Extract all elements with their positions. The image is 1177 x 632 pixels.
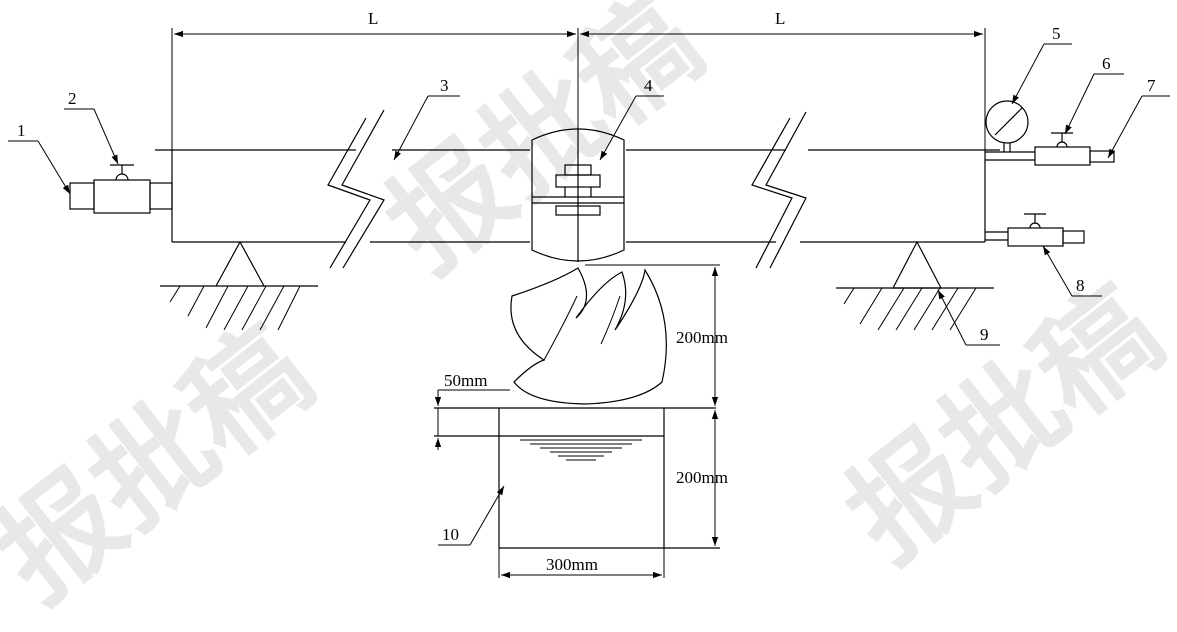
left-length-label: L	[368, 9, 378, 28]
callout-number: 2	[68, 89, 77, 108]
flame-height-label: 200mm	[676, 328, 728, 347]
callout-5: 5	[1011, 24, 1072, 105]
flame-height-dimension: 200mm	[585, 264, 728, 406]
callout-number: 1	[17, 121, 26, 140]
callout-number: 9	[980, 325, 989, 344]
callout-6: 6	[1064, 54, 1124, 135]
callout-2: 2	[64, 89, 119, 165]
fuel-gap-label: 50mm	[444, 371, 487, 390]
drain-valve	[985, 213, 1085, 247]
pan-width-label: 300mm	[546, 555, 598, 574]
left-support	[160, 240, 318, 331]
inlet-valve	[69, 164, 173, 214]
fire-test-diagram: L L	[8, 9, 1170, 579]
callout-number: 8	[1076, 276, 1085, 295]
fuel-gap-dimension: 50mm	[434, 371, 510, 450]
callout-8: 8	[1042, 245, 1102, 297]
callout-number: 6	[1102, 54, 1111, 73]
pan-depth-label: 200mm	[676, 468, 728, 487]
callout-7: 7	[1107, 76, 1170, 159]
callout-number: 3	[440, 76, 449, 95]
pan-width-dimension: 300mm	[498, 548, 665, 579]
callout-number: 7	[1147, 76, 1156, 95]
callout-9: 9	[937, 289, 1000, 346]
right-length-label: L	[775, 9, 785, 28]
test-pipe	[155, 109, 1000, 269]
right-support	[836, 240, 994, 331]
pressure-gauge	[985, 100, 1029, 152]
flame	[510, 267, 667, 405]
callout-10: 10	[438, 485, 505, 546]
pipe-coupling	[531, 128, 625, 262]
callout-number: 4	[644, 76, 653, 95]
callout-number: 5	[1052, 24, 1061, 43]
pan-depth-dimension: 200mm	[676, 410, 728, 546]
callout-number: 10	[442, 525, 459, 544]
callout-4: 4	[599, 76, 664, 161]
fuel-pan	[434, 407, 720, 549]
callout-1: 1	[8, 121, 71, 195]
callout-3: 3	[393, 76, 460, 161]
dimension-length: L L	[171, 9, 986, 150]
